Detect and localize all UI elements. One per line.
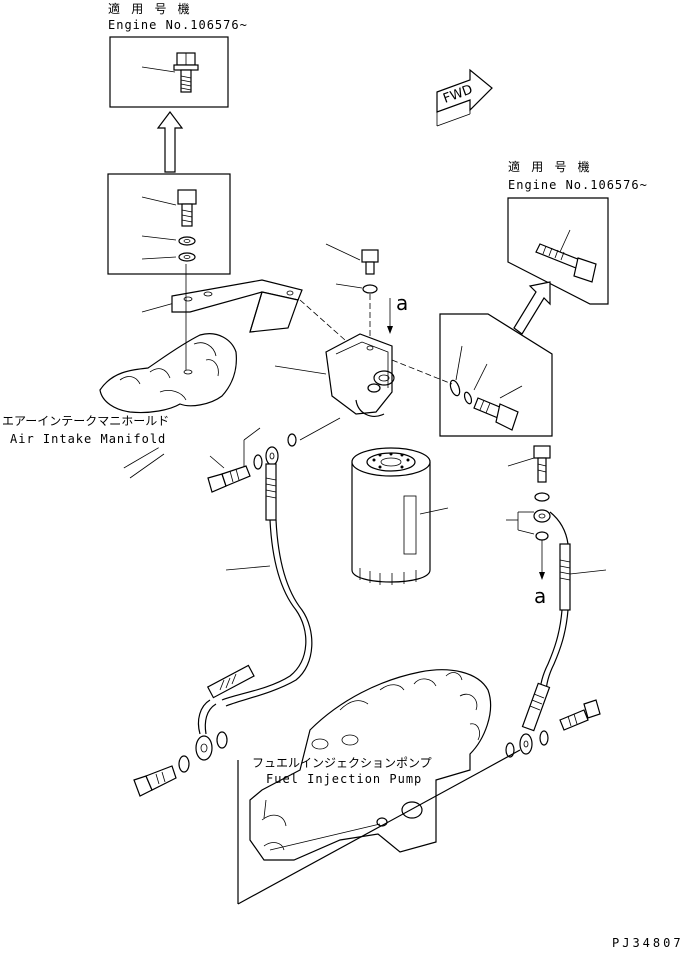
banjo-bolt-icon-left (207, 465, 251, 493)
spring-washer-icon-right (463, 391, 473, 405)
spring-washer-icon (178, 236, 196, 246)
air-intake-manifold (99, 333, 237, 469)
left-banjo-assembly (207, 427, 297, 521)
reference-arrow-a-top (387, 298, 393, 334)
fuel-injection-pump-label-jp: フュエルインジェクションポンプ (252, 756, 432, 770)
head-bolt (325, 243, 379, 345)
engine-number-left: Engine No.106576~ (108, 18, 248, 32)
fuel-hose-right (505, 609, 601, 758)
bracket (141, 264, 346, 370)
applicable-serial-jp-left: 適 用 号 機 (108, 2, 192, 16)
washer-icon-right (449, 379, 461, 397)
flange-bolt-icon (173, 52, 199, 93)
fuel-injection-pump-label-en: Fuel Injection Pump (266, 772, 423, 786)
air-intake-manifold-label-en: Air Intake Manifold (10, 432, 167, 446)
drawing-number: PJ34807 (612, 936, 684, 950)
banjo-bolt-icon-right (533, 445, 551, 483)
bolt-icon (177, 189, 197, 227)
inset-box-new-bolt-left (109, 36, 229, 108)
inset-box-old-bolt-left (107, 173, 231, 275)
air-intake-manifold-label-jp: エアーインテークマニホールド (2, 414, 170, 428)
reference-mark-a-top: a (396, 291, 409, 315)
engine-number-right: Engine No.106576~ (508, 178, 648, 192)
fuel-injection-pump (237, 669, 521, 905)
right-banjo-assembly (506, 445, 607, 611)
inset-box-new-bolt-right (507, 197, 609, 305)
reference-mark-a-bottom: a (534, 584, 547, 608)
bolt-icon-right (473, 397, 519, 431)
fuel-hose-left (221, 519, 313, 707)
washer-icon (178, 252, 196, 262)
banjo-bolt-icon-lower-left (133, 765, 177, 797)
left-lower-banjo (133, 664, 255, 797)
flange-bolt-icon-right (535, 243, 597, 283)
replacement-arrow-diag-icon (513, 281, 551, 335)
fuel-filter-head (274, 333, 453, 441)
fuel-filter-cartridge (351, 447, 449, 585)
banjo-bolt-icon-lower-right (559, 699, 601, 731)
applicable-serial-jp-right: 適 用 号 機 (508, 160, 592, 174)
fwd-direction-icon (436, 68, 493, 127)
replacement-arrow-up-icon (156, 111, 184, 173)
inset-box-old-bolt-right (439, 313, 553, 437)
